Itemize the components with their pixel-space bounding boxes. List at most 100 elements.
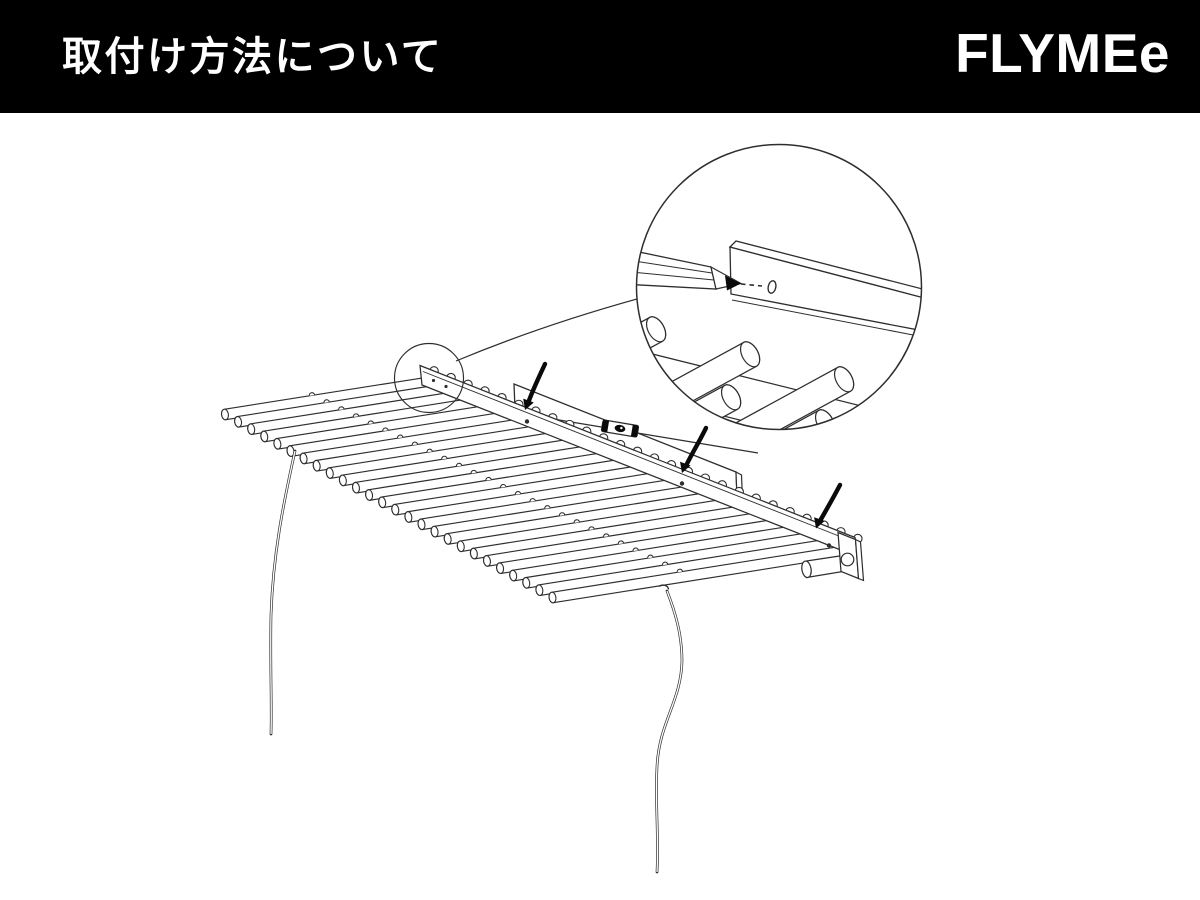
rod-peg-bump [544, 505, 551, 509]
detail-source-circle [393, 342, 465, 414]
rod-end-cap [260, 430, 269, 443]
rod-peg-bump [485, 476, 492, 481]
rod [365, 449, 622, 501]
rod-end-cap [325, 467, 334, 479]
rod [391, 462, 656, 516]
rod [482, 509, 774, 567]
magnified-board-shadow [731, 299, 922, 340]
rod [548, 543, 859, 604]
screw-hole-dot [444, 384, 448, 389]
zoom-detail-circle [635, 143, 923, 431]
rod-peg-bump [514, 491, 522, 495]
screw-hole-dot [679, 481, 685, 486]
rod-peg-bump [397, 434, 404, 439]
rod-end-cap [482, 555, 492, 567]
detail-source [393, 342, 465, 414]
rod [378, 456, 639, 509]
rod-end-cap [496, 562, 505, 575]
rod-end-cap [273, 437, 282, 450]
rod [286, 409, 520, 457]
mounting-arrows [523, 361, 843, 529]
cord-hook [658, 584, 670, 590]
magnifier-detail [635, 143, 923, 431]
rack-rail-edge-line [422, 371, 857, 544]
rod-end-cap [535, 584, 544, 596]
hanging-cord-left [269, 449, 297, 736]
rod [312, 422, 554, 472]
callout-connector-group [455, 298, 638, 362]
hanging-bar-cap [801, 560, 812, 579]
rod-peg-bump [367, 420, 375, 425]
magnified-rod [695, 366, 855, 430]
rod-end-cap [299, 452, 308, 465]
rod-end-cap [351, 481, 361, 494]
screw-hole-dot [431, 378, 436, 383]
rod-peg-bump [426, 448, 433, 453]
rod [522, 529, 825, 589]
rod-peg-bump [603, 533, 610, 538]
rod-peg-bump [676, 568, 684, 573]
brand-logo: FLYMEe [955, 22, 1170, 84]
rod [509, 523, 808, 582]
callout-connector [455, 298, 638, 362]
rod [234, 382, 452, 428]
header-bar: 取付け方法について FLYMEe [0, 0, 1200, 113]
illustration-stage [0, 113, 1200, 900]
screw-hole-dot [524, 419, 530, 424]
hanging-cord-right [655, 584, 684, 874]
rod [404, 469, 673, 523]
hanger-rack [220, 364, 865, 604]
rod-peg-bump [470, 469, 478, 474]
rod-end-cap [522, 577, 531, 589]
curved-down-arrow-icon [680, 425, 709, 473]
rod [496, 516, 791, 575]
rod [273, 402, 503, 450]
rod-end-cap [247, 423, 256, 435]
rod [469, 502, 757, 560]
rod-end-cap [456, 540, 465, 553]
bar-end-circle [840, 552, 855, 567]
rod-peg-bump [441, 455, 448, 460]
rod [351, 442, 605, 494]
marked-hole [767, 280, 777, 294]
rod [260, 395, 486, 443]
rod-end-cap [417, 518, 426, 531]
rod-peg-bump [632, 547, 639, 552]
rod-peg-bump [500, 483, 507, 488]
rod-peg-bump [308, 392, 316, 396]
rod-end-cap [548, 591, 557, 604]
rod [430, 482, 707, 538]
rod [443, 489, 724, 545]
rail-end-block [837, 531, 865, 582]
rod-end-cap [378, 496, 387, 509]
rod-end-cap [312, 459, 321, 472]
rod-peg-bump [661, 561, 669, 566]
rod-end-cap [338, 474, 347, 487]
rod [325, 429, 571, 479]
curved-down-arrow-icon [523, 361, 548, 410]
rod-end-cap [509, 569, 518, 582]
rod [299, 415, 537, 465]
rod-end-cap [234, 416, 243, 428]
page-title: 取付け方法について [62, 34, 444, 79]
rod-peg-bump [617, 540, 625, 545]
rod-peg-bump [411, 441, 419, 446]
rod-peg-bump [352, 413, 360, 418]
pencil-icon [636, 247, 743, 291]
rod-peg-bump [529, 498, 536, 502]
magnified-board-top [728, 240, 922, 301]
rod-peg-bump [573, 519, 581, 523]
rod-peg-bump [323, 399, 330, 403]
rod [456, 496, 741, 553]
magnified-rod [636, 316, 667, 419]
rod-end-cap [391, 503, 400, 516]
curved-down-arrow-icon [814, 482, 843, 529]
installation-illustration [220, 143, 923, 874]
rod-end-cap [469, 547, 478, 560]
rod-peg-bump [588, 526, 595, 531]
rod-peg-bump [455, 462, 463, 467]
rod [535, 536, 842, 596]
rod-peg-bump [558, 512, 566, 516]
string-level-icon [600, 419, 640, 438]
marking-dashed-line [740, 283, 763, 287]
